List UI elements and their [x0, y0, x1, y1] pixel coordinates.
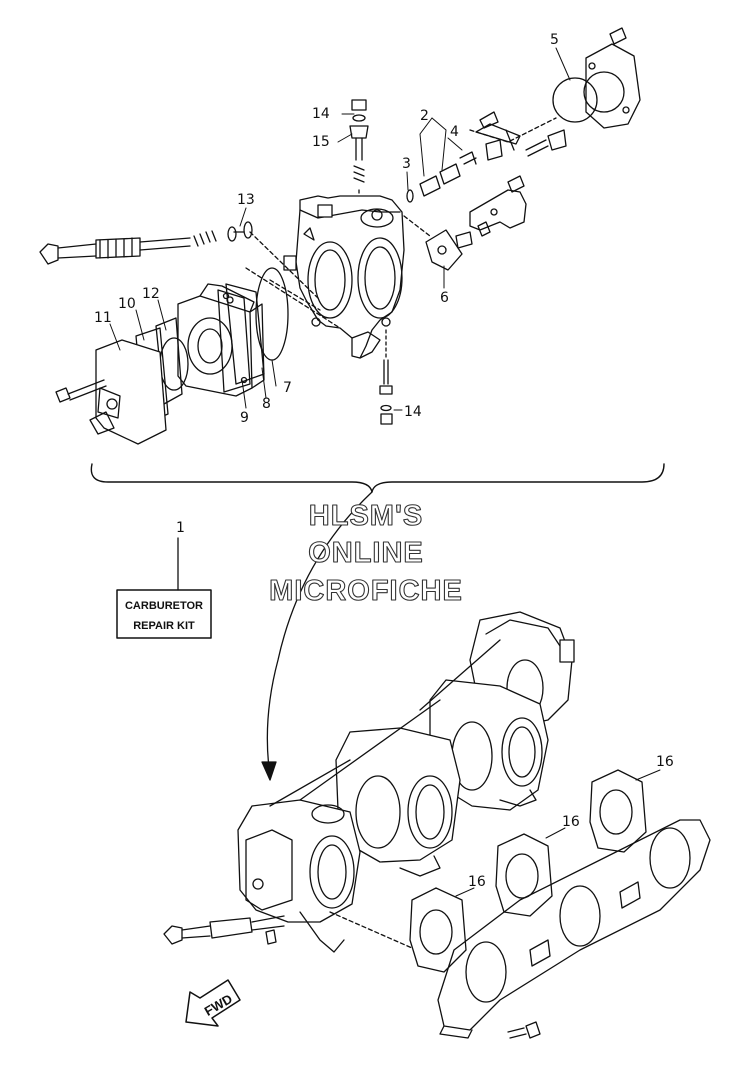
needle-valve-assembly	[349, 99, 369, 183]
screw-left	[55, 379, 107, 403]
forward-direction-arrow: FWD	[185, 979, 241, 1027]
callout-16-middle: 16	[562, 814, 580, 830]
watermark-line3: MICROFICHE	[269, 575, 463, 607]
assembly-arrow	[261, 491, 373, 781]
callout-numbers: 1 2 3 4 5 6 7 8 9 10 11 12 13 14 15 14 1…	[94, 32, 674, 890]
gasket-9	[217, 289, 251, 393]
callout-9: 9	[240, 410, 249, 426]
callout-15: 15	[312, 134, 330, 150]
gasket-8	[225, 283, 265, 385]
callout-3: 3	[402, 156, 411, 172]
callout-16-left: 16	[468, 874, 486, 890]
callout-11: 11	[94, 310, 112, 326]
watermark-line2: ONLINE	[308, 537, 424, 569]
callout-4: 4	[450, 124, 459, 140]
callout-13: 13	[237, 192, 255, 208]
callout-14-upper: 14	[312, 106, 330, 122]
repair-kit-label: CARBURETOR REPAIR KIT	[116, 537, 212, 639]
carburetor-exploded-view	[39, 27, 641, 445]
gasket-6	[425, 229, 463, 271]
callout-1: 1	[176, 520, 185, 536]
lever-bracket	[455, 175, 527, 249]
callout-7: 7	[283, 380, 292, 396]
fuel-pump-cover	[552, 27, 641, 129]
main-jet-assembly	[379, 359, 393, 425]
watermark: HLSM'S ONLINE MICROFICHE	[269, 499, 463, 607]
gaskets-16	[329, 769, 647, 973]
callout-6: 6	[440, 290, 449, 306]
callout-14-lower: 14	[404, 404, 422, 420]
adjusting-screw-assembly	[39, 221, 253, 265]
callout-leaders	[109, 47, 661, 897]
callout-2: 2	[420, 108, 429, 124]
repair-kit-line1: CARBURETOR	[125, 600, 203, 612]
callout-16-right: 16	[656, 754, 674, 770]
cover-11	[95, 339, 167, 445]
inlet-needle-parts	[406, 111, 567, 203]
repair-kit-line2: REPAIR KIT	[133, 620, 195, 632]
group-brace	[90, 463, 665, 493]
carburetor-bank-assembly	[163, 611, 575, 953]
intake-manifold-plate	[437, 819, 711, 1039]
callout-8: 8	[262, 396, 271, 412]
callout-5: 5	[550, 32, 559, 48]
watermark-line1: HLSM'S	[309, 500, 423, 532]
callout-10: 10	[118, 296, 136, 312]
carburetor-body	[283, 195, 405, 359]
callout-12: 12	[142, 286, 160, 302]
